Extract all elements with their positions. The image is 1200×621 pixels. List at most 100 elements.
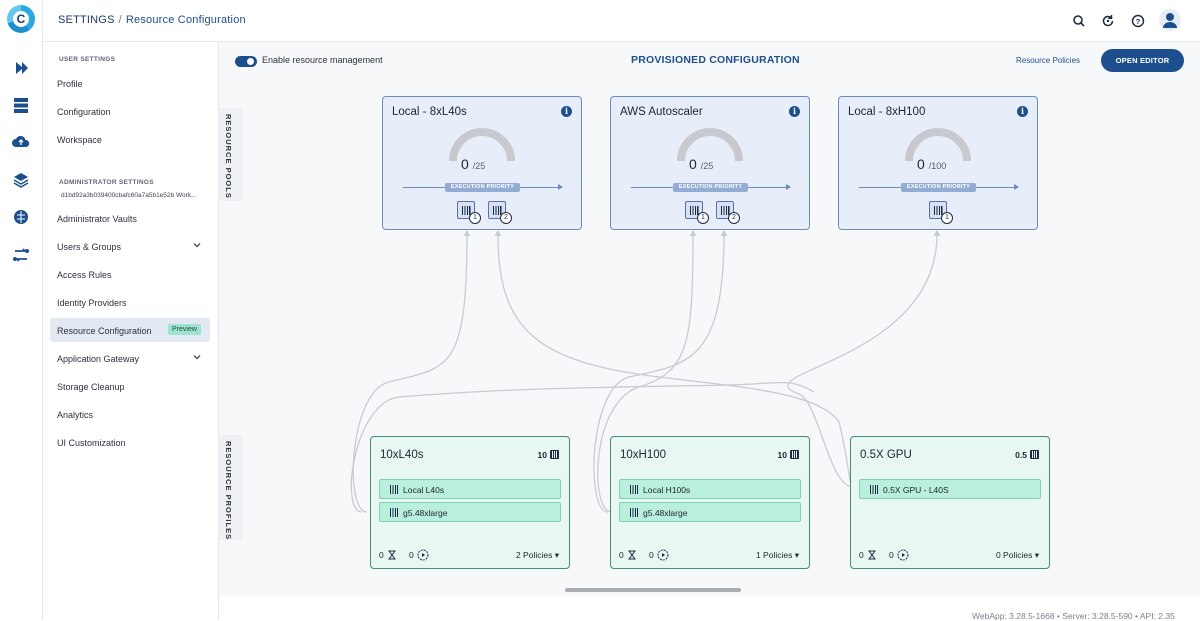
brain-icon[interactable] xyxy=(11,207,31,227)
resource-policies-link[interactable]: Resource Policies xyxy=(1016,56,1081,65)
sidebar-item-ui-customization[interactable]: UI Customization xyxy=(57,438,126,448)
open-editor-button[interactable]: OPEN EDITOR xyxy=(1101,49,1184,72)
sidebar-item-users-groups[interactable]: Users & Groups xyxy=(50,234,210,258)
chip-icon xyxy=(790,450,799,459)
pipeline-icon[interactable] xyxy=(11,245,31,265)
pool-usage: 0/25 xyxy=(689,156,714,172)
gpu-count: 0.5 xyxy=(1015,450,1039,460)
info-icon[interactable]: i xyxy=(1017,106,1028,117)
pool-card-local-8xh100[interactable]: Local - 8xH100 i 0/100 EXECUTION PRIORIT… xyxy=(838,96,1038,230)
chip-icon xyxy=(1030,450,1039,459)
sidebar-item-workspace[interactable]: Workspace xyxy=(57,135,102,145)
resource-item[interactable]: Local H100s xyxy=(619,479,801,499)
enable-resource-label: Enable resource management xyxy=(262,55,383,65)
settings-sidebar: USER SETTINGS Profile Configuration Work… xyxy=(43,42,219,620)
queue-icon xyxy=(721,206,730,215)
queue-slot[interactable]: 1 xyxy=(929,201,953,224)
enable-resource-toggle[interactable] xyxy=(235,56,257,67)
app-logo[interactable]: C xyxy=(7,5,35,33)
sidebar-item-storage-cleanup[interactable]: Storage Cleanup xyxy=(57,382,125,392)
svg-text:?: ? xyxy=(1136,17,1141,26)
pool-card-local-8xl40s[interactable]: Local - 8xL40s i 0/25 EXECUTION PRIORITY… xyxy=(382,96,582,230)
info-icon[interactable]: i xyxy=(561,106,572,117)
chevron-down-icon xyxy=(193,355,201,360)
admin-settings-heading: ADMINISTRATOR SETTINGS xyxy=(59,179,154,186)
execution-priority-label: EXECUTION PRIORITY xyxy=(445,183,520,192)
tab-resource-profiles[interactable]: RESOURCE PROFILES xyxy=(219,435,243,540)
capacity-gauge xyxy=(905,128,971,162)
profile-footer: 0 0 1 Policies ▾ xyxy=(619,549,799,561)
sidebar-item-configuration[interactable]: Configuration xyxy=(57,107,111,117)
sidebar-item-profile[interactable]: Profile xyxy=(57,79,83,89)
profile-footer: 0 0 2 Policies ▾ xyxy=(379,549,559,561)
pool-title: Local - 8xL40s xyxy=(392,106,467,118)
queue-slot[interactable]: 1 xyxy=(457,201,481,224)
profile-title: 0.5X GPU xyxy=(860,449,912,461)
pool-title: Local - 8xH100 xyxy=(848,106,926,118)
version-footer: WebApp: 3.28.5-1668 • Server: 3.28.5-590… xyxy=(972,611,1175,621)
breadcrumb-root[interactable]: SETTINGS xyxy=(58,14,115,26)
pending-jobs-icon xyxy=(388,550,396,560)
refresh-icon[interactable] xyxy=(1099,12,1117,30)
sidebar-item-analytics[interactable]: Analytics xyxy=(57,410,94,420)
sidebar-item-resource-configuration[interactable]: Resource Configuration Preview xyxy=(50,318,210,342)
execution-priority-label: EXECUTION PRIORITY xyxy=(673,183,748,192)
chevron-right-icon[interactable] xyxy=(11,58,31,78)
info-icon[interactable]: i xyxy=(789,106,800,117)
pool-usage: 0/100 xyxy=(917,156,947,172)
user-settings-heading: USER SETTINGS xyxy=(59,56,116,63)
help-icon[interactable]: ? xyxy=(1129,12,1147,30)
top-header: SETTINGS/Resource Configuration ? xyxy=(43,0,1200,42)
queue-icon xyxy=(462,206,471,215)
main-canvas: Enable resource management PROVISIONED C… xyxy=(219,42,1200,596)
execution-priority-label: EXECUTION PRIORITY xyxy=(901,183,976,192)
sidebar-item-access-rules[interactable]: Access Rules xyxy=(57,270,112,280)
queue-icon xyxy=(934,206,943,215)
breadcrumb: SETTINGS/Resource Configuration xyxy=(58,14,246,26)
queue-slot[interactable]: 2 xyxy=(716,201,740,224)
policies-dropdown[interactable]: 1 Policies ▾ xyxy=(755,550,799,560)
account-icon[interactable] xyxy=(1159,9,1181,31)
pool-title: AWS Autoscaler xyxy=(620,106,703,118)
gpu-count: 10 xyxy=(778,450,799,460)
pool-usage: 0/25 xyxy=(461,156,486,172)
resource-item[interactable]: g5.48xlarge xyxy=(619,502,801,522)
capacity-gauge xyxy=(449,128,515,162)
profile-footer: 0 0 0 Policies ▾ xyxy=(859,549,1039,561)
preview-badge: Preview xyxy=(168,324,201,335)
nav-rail: C xyxy=(0,0,43,620)
sidebar-item-administrator-vaults[interactable]: Administrator Vaults xyxy=(57,214,137,224)
profile-card-0-5x-gpu[interactable]: 0.5X GPU 0.5 0.5X GPU - L40S 0 0 0 Polic… xyxy=(850,436,1050,569)
chevron-down-icon xyxy=(193,243,201,248)
gpu-count: 10 xyxy=(538,450,559,460)
running-jobs-icon xyxy=(897,549,909,561)
organization-id: d1bd92a3b039400cbafc60a7a5b1e52b Work... xyxy=(61,192,197,199)
running-jobs-icon xyxy=(657,549,669,561)
sidebar-item-identity-providers[interactable]: Identity Providers xyxy=(57,298,127,308)
policies-dropdown[interactable]: 2 Policies ▾ xyxy=(515,550,559,560)
queue-slot[interactable]: 2 xyxy=(488,201,512,224)
breadcrumb-current: Resource Configuration xyxy=(125,14,246,26)
running-jobs-icon xyxy=(417,549,429,561)
resource-item[interactable]: 0.5X GPU - L40S xyxy=(859,479,1041,499)
pool-card-aws-autoscaler[interactable]: AWS Autoscaler i 0/25 EXECUTION PRIORITY… xyxy=(610,96,810,230)
sidebar-item-application-gateway[interactable]: Application Gateway xyxy=(50,346,210,370)
resource-item[interactable]: g5.48xlarge xyxy=(379,502,561,522)
search-icon[interactable] xyxy=(1070,12,1088,30)
resource-item[interactable]: Local L40s xyxy=(379,479,561,499)
profile-card-10xl40s[interactable]: 10xL40s 10 Local L40s g5.48xlarge 0 0 2 … xyxy=(370,436,570,569)
queue-icon xyxy=(493,206,502,215)
tab-resource-pools[interactable]: RESOURCE POOLS xyxy=(219,108,243,201)
profile-card-10xh100[interactable]: 10xH100 10 Local H100s g5.48xlarge 0 0 1… xyxy=(610,436,810,569)
pending-jobs-icon xyxy=(868,550,876,560)
horizontal-scrollbar[interactable] xyxy=(565,588,741,592)
queue-slot[interactable]: 1 xyxy=(685,201,709,224)
chip-icon xyxy=(550,450,559,459)
profile-title: 10xH100 xyxy=(620,449,667,461)
policies-dropdown[interactable]: 0 Policies ▾ xyxy=(995,550,1039,560)
pending-jobs-icon xyxy=(628,550,636,560)
queue-icon xyxy=(690,206,699,215)
layers-icon[interactable] xyxy=(11,170,31,190)
server-icon[interactable] xyxy=(11,95,31,115)
cloud-upload-icon[interactable] xyxy=(11,132,31,152)
